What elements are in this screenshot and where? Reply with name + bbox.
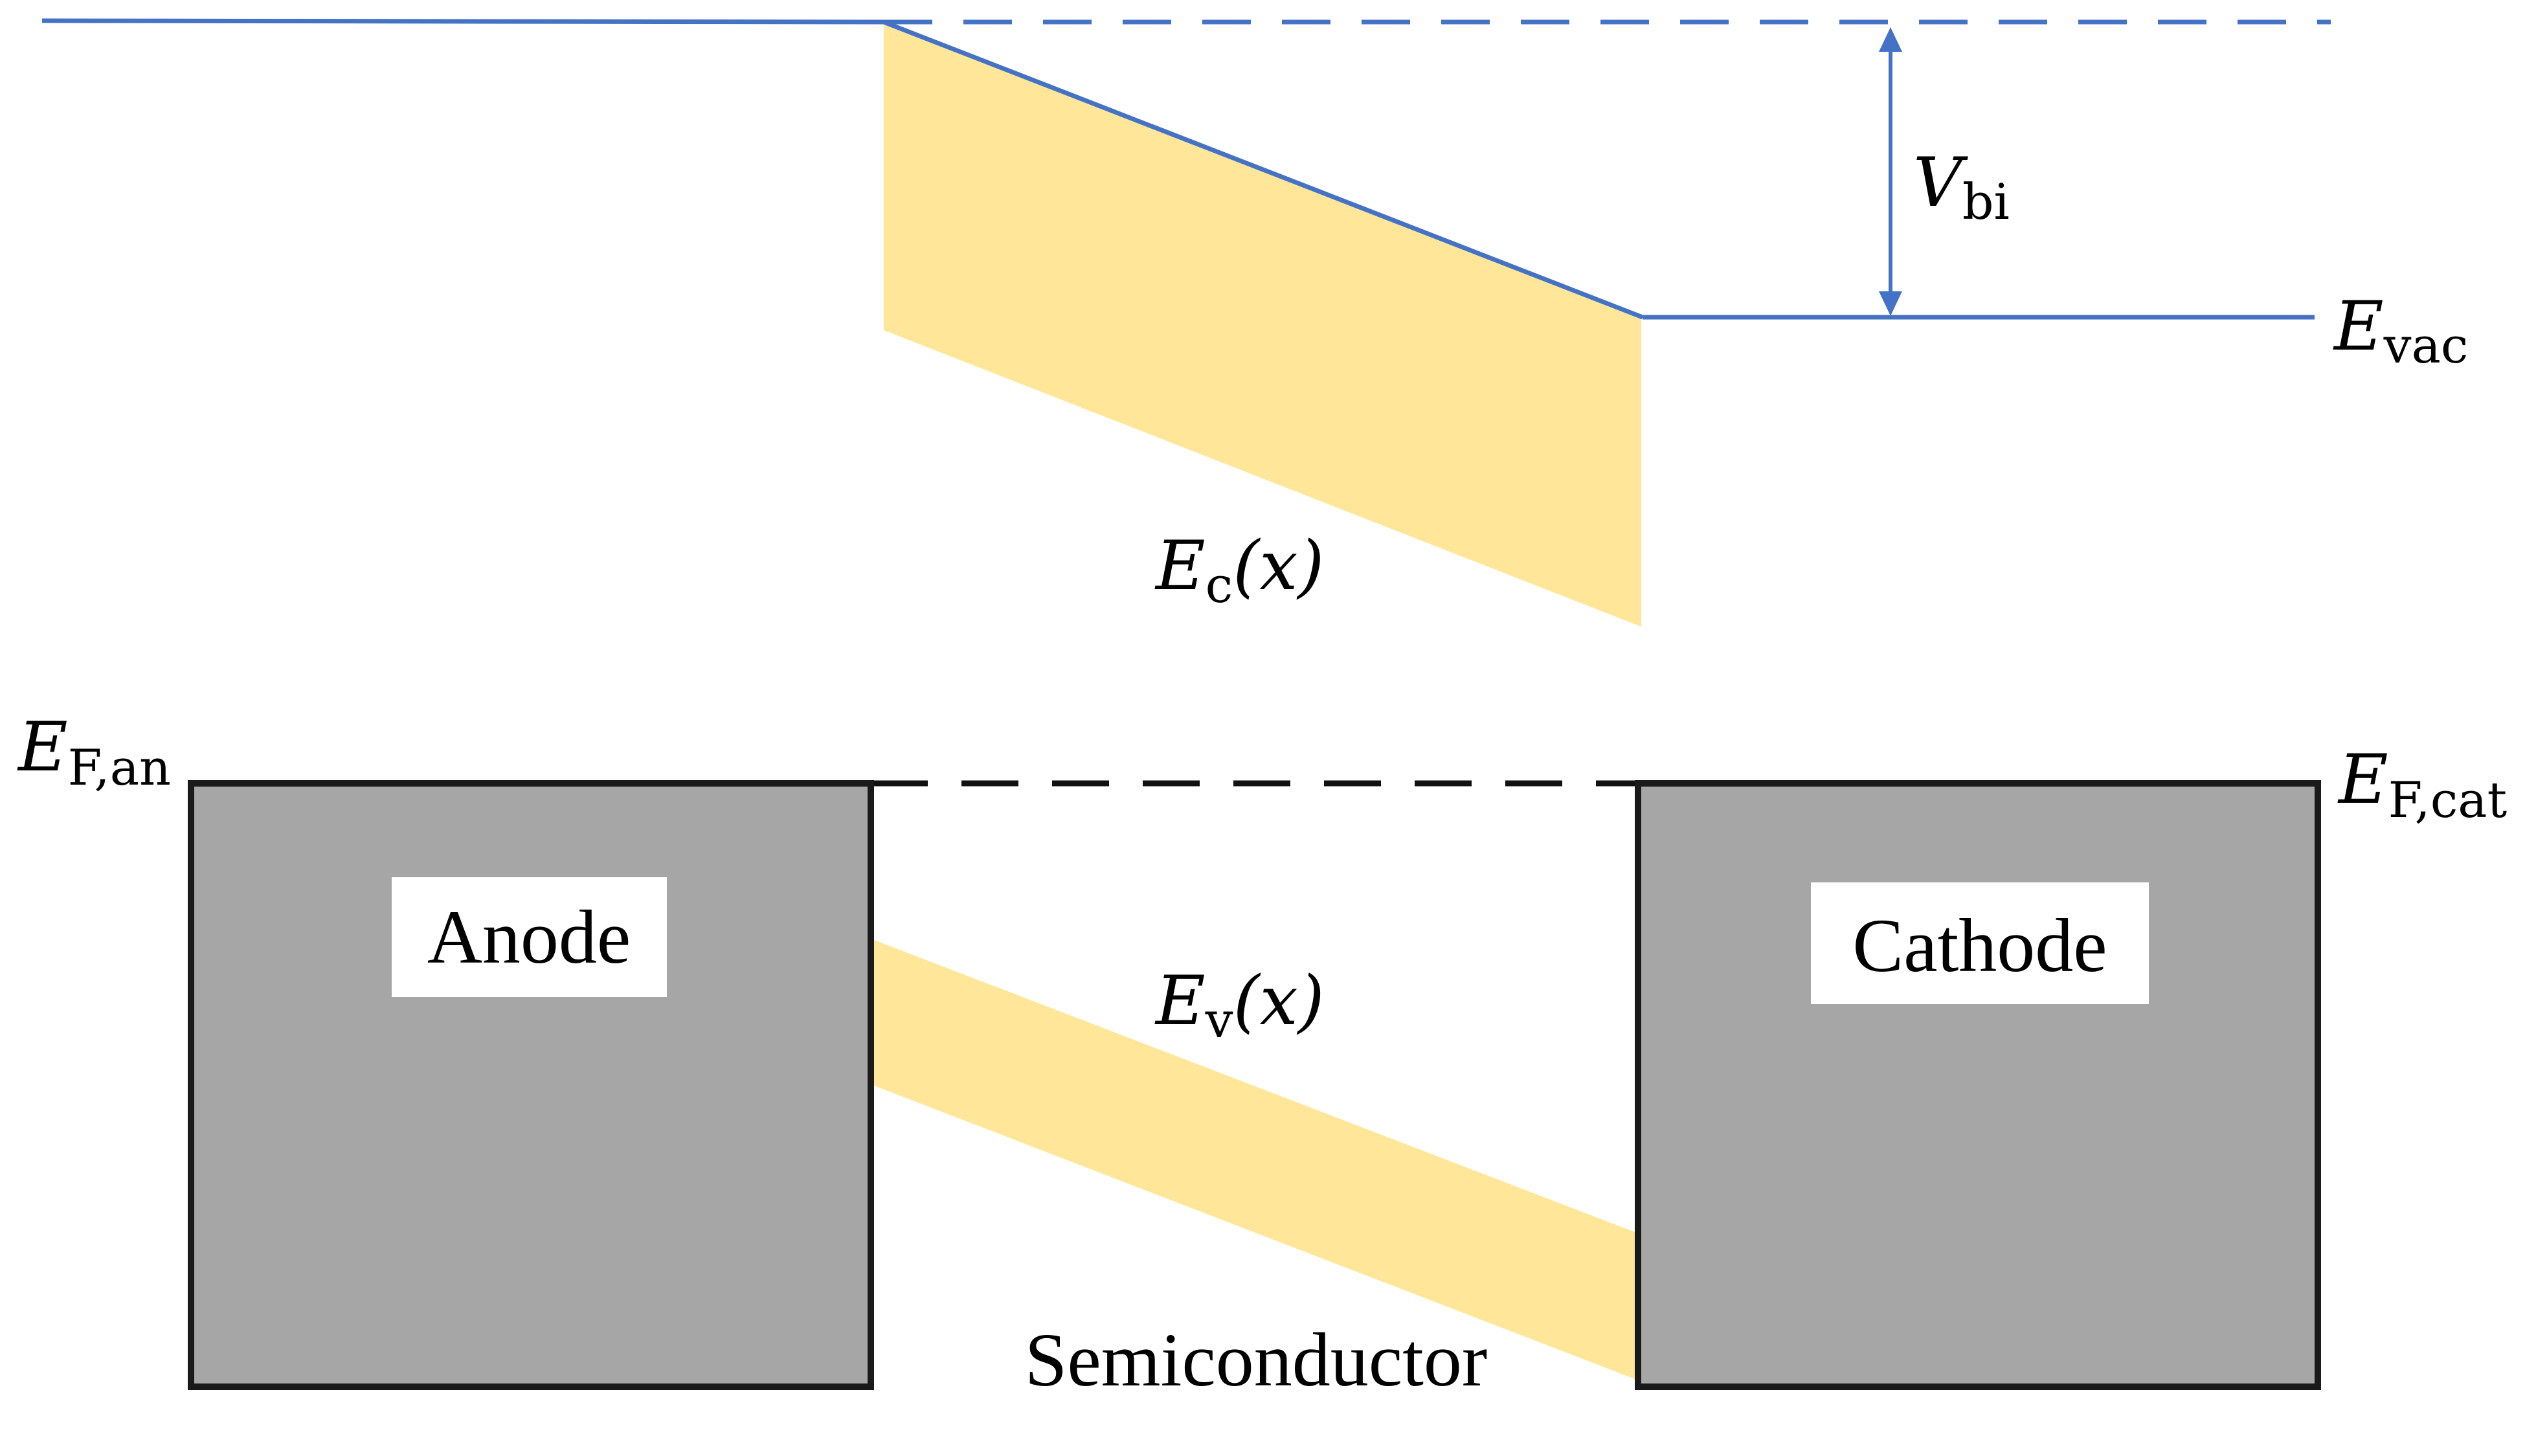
vacuum-level-slope [882, 19, 1644, 320]
conduction-band [884, 21, 1641, 627]
vbi-arrow [1879, 27, 1902, 316]
cathode-label-box [1811, 882, 2149, 1004]
cathode-label: Cathode [1852, 903, 2107, 988]
vbi-label: Vbi [1913, 143, 2010, 230]
semiconductor-label: Semiconductor [1025, 1317, 1487, 1402]
anode-label-box [392, 877, 667, 997]
cathode-electrode [1635, 780, 2321, 1390]
ef-cathode-label: EF,cat [2337, 740, 2507, 829]
ef-anode-label: EF,an [17, 708, 171, 796]
evac-label: Evac [2333, 287, 2468, 374]
valence-band [871, 939, 1638, 1380]
vacuum-level-left [41, 18, 884, 25]
ev-label: Ev(x) [1154, 961, 1325, 1049]
anode-electrode [188, 780, 874, 1390]
vacuum-level [41, 18, 2331, 320]
ec-label: Ec(x) [1154, 526, 1324, 614]
anode-label: Anode [427, 895, 631, 980]
